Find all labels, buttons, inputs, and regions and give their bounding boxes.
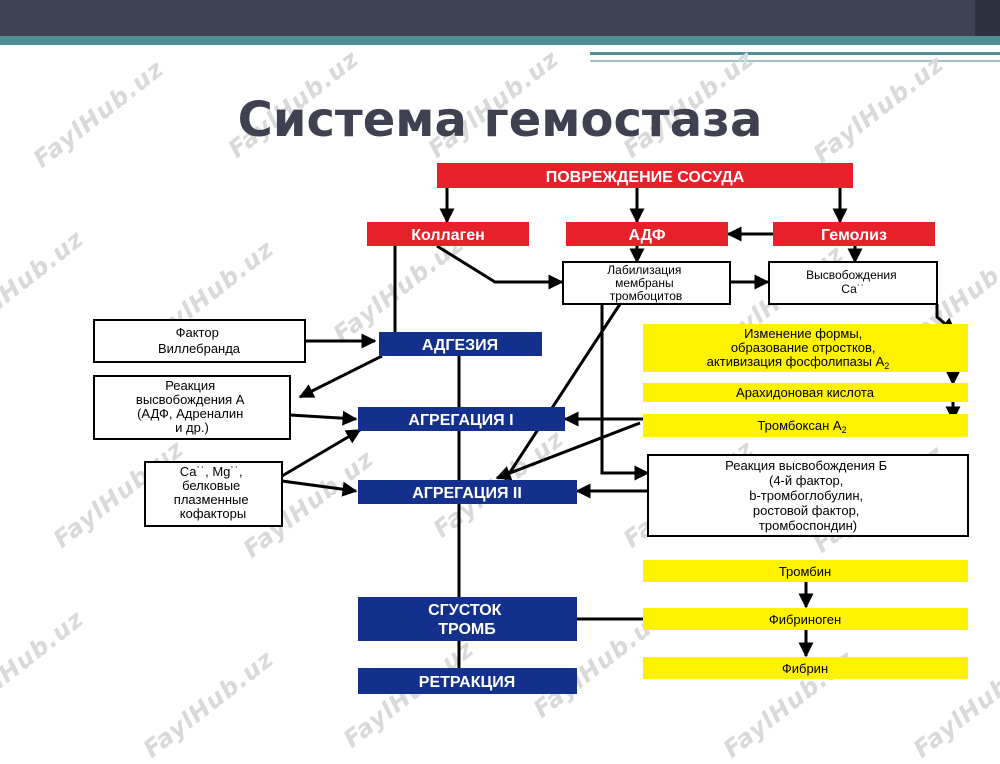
node-release-b-label: Реакция высвобождения Б (4-й фактор, b-т… bbox=[725, 458, 891, 533]
arrow-release-a-aggregation1 bbox=[289, 410, 358, 426]
node-adp-label: АДФ bbox=[629, 227, 666, 244]
node-aggregation1: АГРЕГАЦИЯ I bbox=[358, 407, 565, 431]
arrow-cofactors-aggregation1 bbox=[281, 428, 362, 478]
node-clot-label: СГУСТОК ТРОМБ bbox=[428, 602, 506, 638]
thromboxane-text: Тромбоксан А bbox=[757, 418, 841, 433]
node-damage: ПОВРЕЖДЕНИЕ СОСУДА bbox=[437, 163, 853, 188]
cofactors-line-4: кофакторы bbox=[180, 506, 246, 521]
cofactors-line-3: плазменные bbox=[174, 492, 249, 507]
node-adhesion: АДГЕЗИЯ bbox=[379, 332, 542, 356]
node-fibrin: Фибрин bbox=[643, 657, 968, 679]
top-bar-edge bbox=[975, 0, 1000, 36]
node-thrombin: Тромбин bbox=[643, 560, 968, 582]
node-aggregation1-label: АГРЕГАЦИЯ I bbox=[408, 412, 513, 429]
clot-line-2: ТРОМБ bbox=[438, 621, 496, 638]
node-release-a-label: Реакция высвобождения А (АДФ, Адреналин … bbox=[136, 378, 248, 435]
arrow-adhesion-release-a bbox=[298, 354, 383, 399]
node-fibrinogen: Фибриноген bbox=[643, 608, 968, 630]
node-labilization-label: Лабилизация мембраны тромбоцитов bbox=[607, 263, 684, 303]
node-hemolysis-label: Гемолиз bbox=[821, 227, 887, 244]
release-b-line-2: (4-й фактор, bbox=[769, 473, 843, 488]
node-fibrinogen-label: Фибриноген bbox=[769, 612, 841, 627]
clot-line-1: СГУСТОК bbox=[428, 602, 502, 619]
top-bar bbox=[0, 0, 1000, 36]
node-collagen-label: Коллаген bbox=[411, 227, 485, 244]
labilization-line-3: тромбоцитов bbox=[610, 289, 683, 303]
node-aggregation2: АГРЕГАЦИЯ II bbox=[358, 480, 577, 504]
node-release-a: Реакция высвобождения А (АДФ, Адреналин … bbox=[93, 375, 291, 440]
arrow-thromboxane-aggregation2 bbox=[495, 421, 641, 481]
node-arachidonic-label: Арахидоновая кислота bbox=[736, 385, 875, 400]
labilization-line-2: мембраны bbox=[615, 276, 674, 290]
release-ca-line-1: Высвобождения bbox=[806, 268, 897, 282]
node-release-b: Реакция высвобождения Б (4-й фактор, b-т… bbox=[647, 454, 969, 537]
node-thromboxane-label: Тромбоксан А2 bbox=[757, 418, 846, 435]
shape-change-subscript: 2 bbox=[884, 361, 889, 371]
arrow-labilization-release-b bbox=[600, 304, 650, 481]
willebrand-line-2: Виллебранда bbox=[158, 341, 241, 356]
cofactors-line-2: белковые bbox=[182, 478, 240, 493]
release-a-line-3: (АДФ, Адреналин bbox=[137, 406, 243, 421]
node-release-ca-label: Высвобождения Са˙˙ bbox=[806, 268, 900, 296]
node-fibrin-label: Фибрин bbox=[782, 661, 828, 676]
labilization-line-1: Лабилизация bbox=[607, 263, 681, 277]
release-a-line-2: высвобождения А bbox=[136, 392, 245, 407]
node-damage-label: ПОВРЕЖДЕНИЕ СОСУДА bbox=[546, 169, 745, 186]
node-willebrand: Фактор Виллебранда bbox=[93, 319, 306, 363]
arrow-collagen-labilization bbox=[436, 244, 564, 290]
release-b-line-4: ростовой фактор, bbox=[753, 503, 860, 518]
shape-change-line-1: Изменение формы, bbox=[744, 326, 862, 341]
node-adhesion-label: АДГЕЗИЯ bbox=[422, 337, 498, 354]
node-cofactors-label: Са˙˙, Mg˙˙, белковые плазменные кофактор… bbox=[174, 464, 252, 521]
node-willebrand-label: Фактор Виллебранда bbox=[158, 325, 241, 356]
arrow-cofactors-aggregation2 bbox=[281, 479, 358, 497]
node-shape-change-label: Изменение формы, образование отростков, … bbox=[707, 326, 890, 371]
node-aggregation2-label: АГРЕГАЦИЯ II bbox=[412, 485, 522, 502]
node-retraction-label: РЕТРАКЦИЯ bbox=[419, 674, 515, 691]
shape-change-line-3: активизация фосфолипазы А bbox=[707, 354, 885, 369]
node-thrombin-label: Тромбин bbox=[779, 564, 831, 579]
release-ca-line-2: Са˙˙ bbox=[841, 282, 864, 296]
node-clot: СГУСТОК ТРОМБ bbox=[358, 597, 577, 641]
top-bar-line bbox=[590, 52, 1000, 55]
node-arachidonic: Арахидоновая кислота bbox=[643, 383, 968, 402]
release-b-line-3: b-тромбоглобулин, bbox=[749, 488, 863, 503]
top-bar-accent bbox=[0, 36, 1000, 45]
release-b-line-1: Реакция высвобождения Б bbox=[725, 458, 887, 473]
shape-change-line-2: образование отростков, bbox=[731, 340, 876, 355]
release-a-line-1: Реакция bbox=[165, 378, 215, 393]
node-retraction: РЕТРАКЦИЯ bbox=[358, 668, 577, 694]
node-collagen: Коллаген bbox=[367, 222, 529, 246]
slide-title: Система гемостаза bbox=[237, 92, 763, 148]
top-bar-line-thin bbox=[590, 60, 1000, 62]
node-release-ca: Высвобождения Са˙˙ bbox=[768, 261, 938, 305]
node-hemolysis: Гемолиз bbox=[773, 222, 935, 246]
node-thromboxane: Тромбоксан А2 bbox=[643, 414, 968, 437]
node-shape-change: Изменение формы, образование отростков, … bbox=[643, 324, 968, 372]
node-labilization: Лабилизация мембраны тромбоцитов bbox=[562, 261, 731, 305]
thromboxane-subscript: 2 bbox=[842, 425, 847, 435]
node-adp: АДФ bbox=[566, 222, 728, 246]
release-a-line-4: и др.) bbox=[175, 420, 209, 435]
line-labilization-aggregation2 bbox=[503, 303, 622, 481]
willebrand-line-1: Фактор bbox=[176, 325, 219, 340]
cofactors-line-1: Са˙˙, Mg˙˙, bbox=[180, 464, 243, 479]
release-b-line-5: тромбоспондин) bbox=[759, 518, 857, 533]
node-cofactors: Са˙˙, Mg˙˙, белковые плазменные кофактор… bbox=[144, 461, 283, 527]
